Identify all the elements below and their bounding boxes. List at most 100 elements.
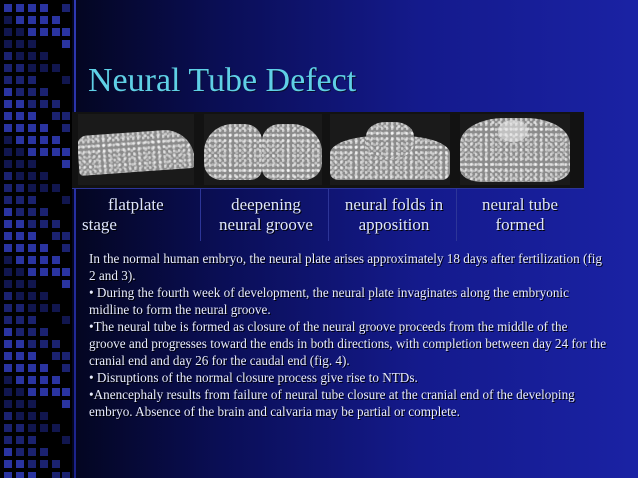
decorative-square bbox=[4, 280, 12, 288]
stage-label-line1: neural folds in bbox=[344, 195, 444, 214]
neural-tube-formed-image bbox=[460, 114, 570, 185]
decorative-square bbox=[16, 388, 24, 396]
decorative-square bbox=[52, 424, 60, 432]
decorative-square bbox=[4, 16, 12, 24]
decorative-square bbox=[28, 232, 36, 240]
decorative-square bbox=[4, 196, 12, 204]
decorative-square bbox=[62, 232, 70, 240]
decorative-square bbox=[40, 364, 48, 372]
decorative-square bbox=[28, 64, 36, 72]
decorative-square bbox=[52, 148, 60, 156]
decorative-square bbox=[28, 172, 36, 180]
decorative-square bbox=[16, 148, 24, 156]
decorative-square bbox=[40, 376, 48, 384]
neural-folds-apposition-image bbox=[330, 114, 450, 185]
decorative-square bbox=[28, 256, 36, 264]
decorative-square bbox=[28, 388, 36, 396]
decorative-square bbox=[16, 436, 24, 444]
decorative-square bbox=[16, 172, 24, 180]
decorative-square bbox=[16, 220, 24, 228]
decorative-square bbox=[40, 460, 48, 468]
decorative-square bbox=[52, 268, 60, 276]
decorative-square bbox=[4, 424, 12, 432]
decorative-square bbox=[28, 472, 36, 478]
decorative-square bbox=[16, 268, 24, 276]
decorative-square bbox=[16, 256, 24, 264]
decorative-square bbox=[16, 28, 24, 36]
decorative-square bbox=[52, 220, 60, 228]
decorative-square bbox=[4, 400, 12, 408]
decorative-square bbox=[16, 448, 24, 456]
stage-label-line2: formed bbox=[495, 215, 545, 234]
image-cell-flatplate bbox=[72, 112, 200, 188]
decorative-square bbox=[16, 460, 24, 468]
decorative-square bbox=[16, 304, 24, 312]
decorative-square bbox=[4, 388, 12, 396]
decorative-square bbox=[16, 100, 24, 108]
decorative-square bbox=[16, 328, 24, 336]
decorative-square bbox=[16, 124, 24, 132]
decorative-square bbox=[28, 424, 36, 432]
decorative-square bbox=[52, 232, 60, 240]
decorative-square bbox=[4, 268, 12, 276]
label-separator bbox=[328, 189, 329, 241]
decorative-square bbox=[62, 124, 70, 132]
decorative-square bbox=[28, 136, 36, 144]
decorative-square bbox=[16, 136, 24, 144]
decorative-square bbox=[4, 364, 12, 372]
decorative-square bbox=[52, 376, 60, 384]
decorative-square bbox=[4, 40, 12, 48]
decorative-square bbox=[4, 136, 12, 144]
decorative-square bbox=[28, 412, 36, 420]
decorative-square bbox=[40, 340, 48, 348]
decorative-square bbox=[40, 88, 48, 96]
decorative-square bbox=[16, 412, 24, 420]
decorative-square bbox=[4, 100, 12, 108]
decorative-square bbox=[4, 352, 12, 360]
decorative-square bbox=[16, 64, 24, 72]
decorative-square bbox=[16, 196, 24, 204]
decorative-square bbox=[16, 424, 24, 432]
decorative-square bbox=[16, 280, 24, 288]
decorative-square bbox=[28, 208, 36, 216]
decorative-square bbox=[28, 376, 36, 384]
decorative-square bbox=[4, 460, 12, 468]
decorative-square bbox=[28, 4, 36, 12]
decorative-square bbox=[52, 64, 60, 72]
stage-images-row bbox=[72, 112, 584, 188]
decorative-square bbox=[62, 316, 70, 324]
decorative-square bbox=[16, 16, 24, 24]
decorative-square bbox=[16, 340, 24, 348]
slide-body-text: In the normal human embryo, the neural p… bbox=[89, 250, 607, 420]
decorative-square bbox=[40, 184, 48, 192]
decorative-square bbox=[40, 148, 48, 156]
decorative-square bbox=[16, 400, 24, 408]
decorative-square bbox=[62, 364, 70, 372]
decorative-square bbox=[4, 304, 12, 312]
decorative-square bbox=[4, 52, 12, 60]
body-paragraph: In the normal human embryo, the neural p… bbox=[89, 251, 603, 283]
decorative-square bbox=[40, 292, 48, 300]
decorative-square bbox=[28, 28, 36, 36]
decorative-square bbox=[28, 448, 36, 456]
decorative-square bbox=[40, 136, 48, 144]
decorative-square bbox=[40, 4, 48, 12]
decorative-square bbox=[4, 328, 12, 336]
decorative-square bbox=[16, 52, 24, 60]
decorative-square bbox=[4, 340, 12, 348]
decorative-square bbox=[62, 280, 70, 288]
decorative-square bbox=[28, 364, 36, 372]
decorative-square bbox=[4, 4, 12, 12]
decorative-square bbox=[28, 304, 36, 312]
stage-label-apposition: neural folds in apposition bbox=[332, 195, 456, 235]
decorative-square bbox=[28, 160, 36, 168]
slide-title: Neural Tube Defect bbox=[88, 62, 357, 99]
decorative-square bbox=[40, 388, 48, 396]
decorative-square bbox=[28, 124, 36, 132]
decorative-square bbox=[4, 124, 12, 132]
decorative-square bbox=[16, 76, 24, 84]
decorative-square bbox=[40, 256, 48, 264]
decorative-square bbox=[62, 4, 70, 12]
decorative-square bbox=[52, 340, 60, 348]
decorative-square bbox=[40, 64, 48, 72]
